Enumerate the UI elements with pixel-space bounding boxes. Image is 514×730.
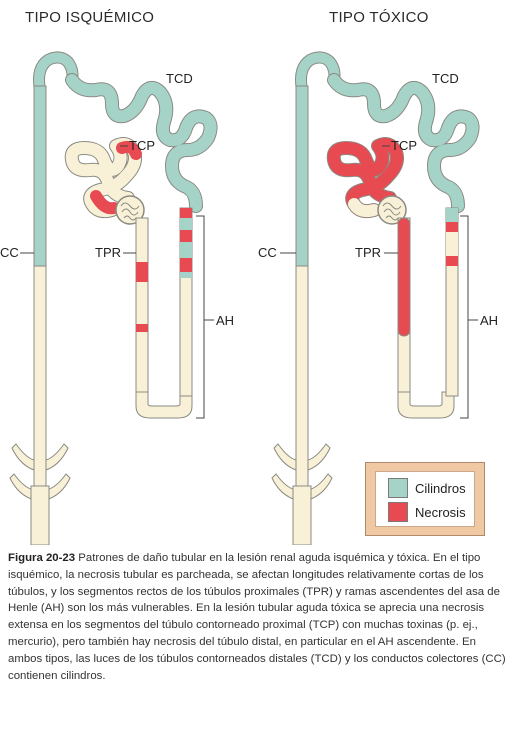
proximal-tubule-left bbox=[64, 137, 142, 219]
ascending-limb-right bbox=[445, 207, 459, 397]
caption-text: Patrones de daño tubular en la lesión re… bbox=[8, 552, 506, 682]
figure-number: Figura 20-23 bbox=[8, 552, 76, 564]
label-ah-left: AH bbox=[216, 313, 234, 328]
legend-swatch-necrosis bbox=[388, 502, 408, 522]
distal-tubule-right bbox=[327, 73, 480, 213]
nephron-ischemic bbox=[9, 51, 218, 545]
label-ah-right: AH bbox=[480, 313, 498, 328]
figure-caption: Figura 20-23 Patrones de daño tubular en… bbox=[8, 550, 506, 684]
label-cc-right: CC bbox=[258, 245, 277, 260]
nephron-diagram: TCD TCP CC TPR AH TCD TCP CC TPR AH bbox=[0, 51, 498, 545]
ascending-limb-left bbox=[179, 207, 193, 397]
legend: Cilindros Necrosis bbox=[365, 462, 485, 536]
title-ischemic: TIPO ISQUÉMICO bbox=[25, 9, 155, 26]
legend-swatch-cilindros bbox=[388, 478, 408, 498]
title-toxic: TIPO TÓXICO bbox=[329, 9, 429, 26]
label-tcp-left: TCP bbox=[129, 138, 155, 153]
proximal-straight-right bbox=[397, 217, 411, 401]
glomerulus-left bbox=[115, 195, 145, 225]
legend-item-cilindros: Cilindros bbox=[388, 478, 466, 498]
nephron-toxic bbox=[271, 51, 480, 545]
label-cc-left: CC bbox=[0, 245, 19, 260]
proximal-tubule-right bbox=[326, 137, 404, 219]
label-tpr-left: TPR bbox=[95, 245, 121, 260]
distal-tubule-left bbox=[65, 73, 218, 213]
legend-item-necrosis: Necrosis bbox=[388, 502, 466, 522]
label-tpr-right: TPR bbox=[355, 245, 381, 260]
label-tcd-left: TCD bbox=[166, 71, 193, 86]
label-tcd-right: TCD bbox=[432, 71, 459, 86]
legend-label-necrosis: Necrosis bbox=[415, 504, 466, 520]
collecting-duct-right bbox=[271, 51, 341, 545]
legend-label-cilindros: Cilindros bbox=[415, 480, 466, 496]
glomerulus-right bbox=[377, 195, 407, 225]
label-tcp-right: TCP bbox=[391, 138, 417, 153]
proximal-straight-left bbox=[135, 217, 149, 401]
collecting-duct-left bbox=[9, 51, 79, 545]
henle-loop-right bbox=[397, 391, 455, 419]
